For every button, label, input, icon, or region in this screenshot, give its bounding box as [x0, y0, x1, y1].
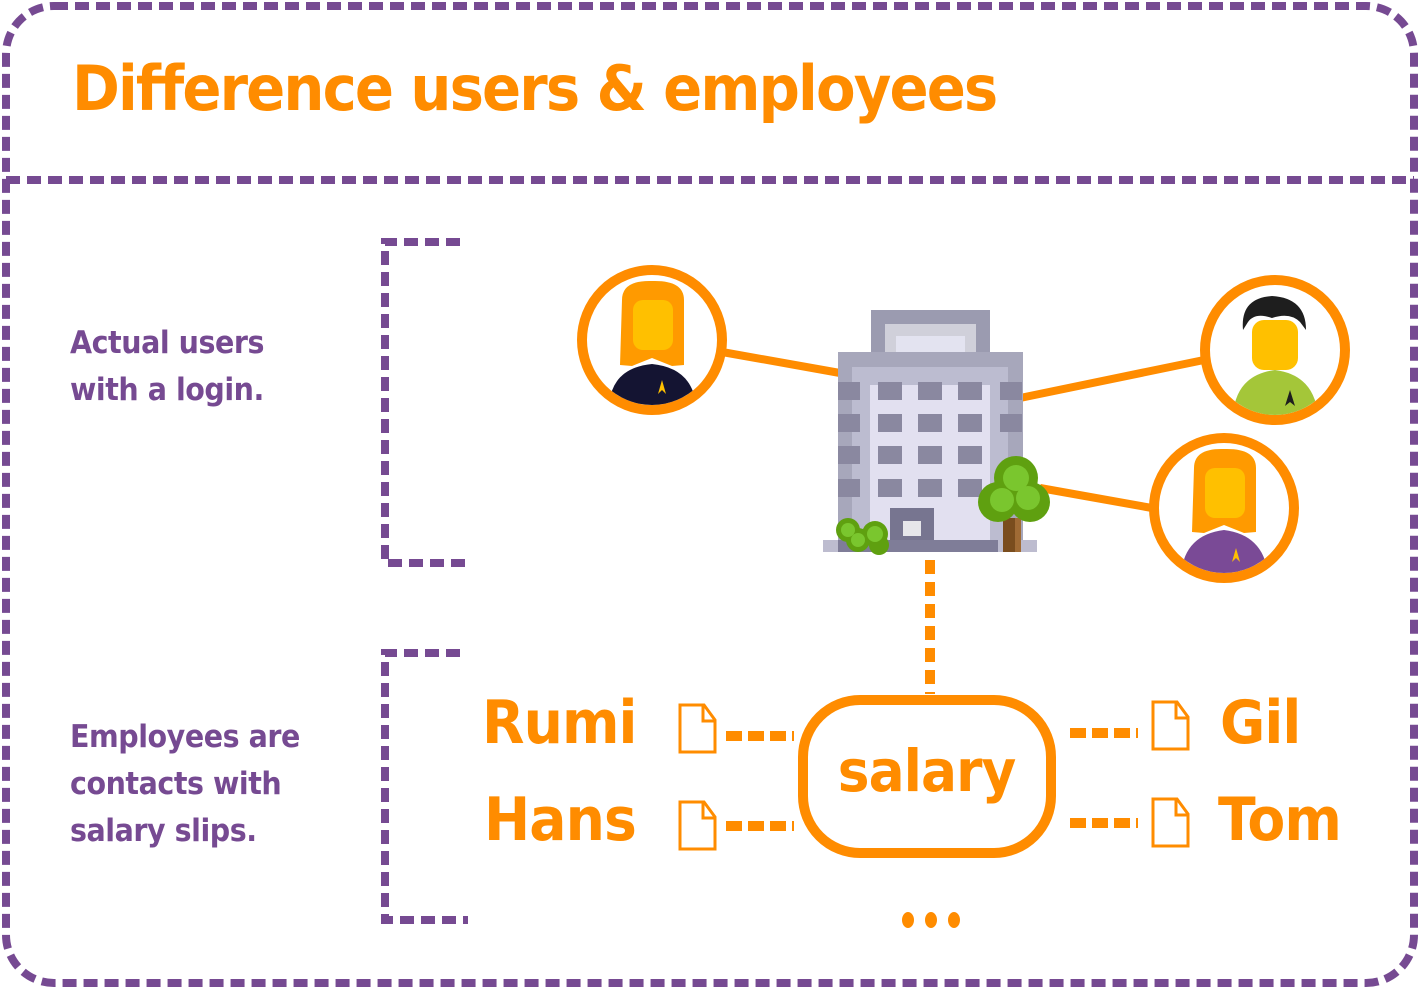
- connector-line: [1019, 356, 1205, 402]
- ellipsis-dot: [948, 912, 960, 928]
- ellipsis-dot: [902, 912, 914, 928]
- users-description-line: Actual users: [70, 325, 265, 361]
- employees-description-line: salary slips.: [70, 813, 257, 849]
- document-icon: [1151, 700, 1190, 751]
- employees-description-line: contacts with: [70, 766, 282, 802]
- salary-label: salary: [838, 736, 1017, 805]
- female-user-avatar: [577, 265, 727, 415]
- male-user-avatar: [1200, 275, 1350, 425]
- employee-name: Gil: [1220, 688, 1301, 758]
- document-icon: [1151, 797, 1190, 848]
- bush-icon: [836, 518, 889, 555]
- connector-line: [721, 348, 841, 377]
- users-description: Actual users with a login.: [70, 320, 264, 414]
- employee-name: Tom: [1218, 785, 1342, 855]
- employees-description-line: Employees are: [70, 719, 300, 755]
- office-building-icon: [823, 310, 1050, 555]
- salary-box: salary: [798, 695, 1056, 858]
- users-bracket: [381, 238, 468, 567]
- tree-icon: [978, 456, 1050, 552]
- page-title: Difference users & employees: [72, 52, 998, 125]
- ellipsis-dot: [925, 912, 937, 928]
- document-icon: [678, 703, 717, 754]
- female-user-avatar: [1149, 433, 1299, 583]
- employee-name: Hans: [484, 785, 637, 855]
- employee-name: Rumi: [482, 688, 637, 758]
- users-description-line: with a login.: [70, 372, 264, 408]
- document-icon: [678, 800, 717, 851]
- employees-description: Employees are contacts with salary slips…: [70, 714, 300, 855]
- connector-line: [1039, 484, 1153, 512]
- more-indicator: [902, 912, 971, 932]
- employees-bracket: [381, 649, 468, 924]
